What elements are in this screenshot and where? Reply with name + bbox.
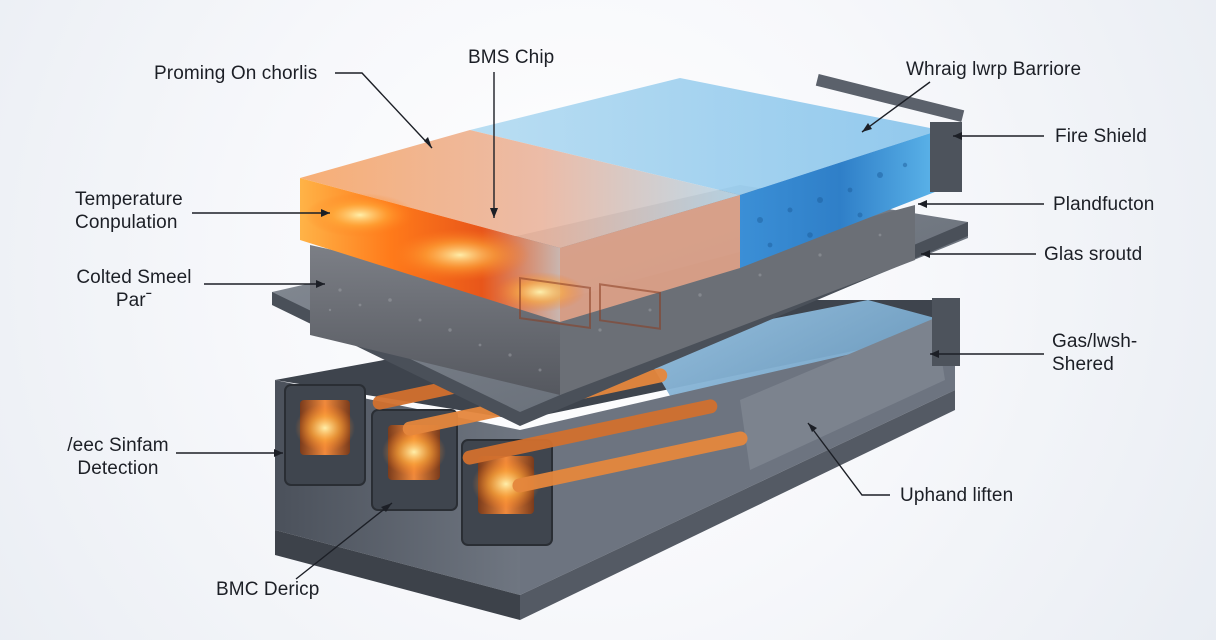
label-colted-smeel: Colted Smeel Parˉ xyxy=(74,266,194,312)
label-glas-sroutd: Glas sroutd xyxy=(1044,244,1143,265)
label-uphand-liften: Uphand liften xyxy=(900,485,1014,506)
label-gas-shered: Gas/lwsh- Shered xyxy=(1052,330,1137,376)
label-temperature-line2: Conpulation xyxy=(75,212,178,233)
label-colted-line1: Colted Smeel xyxy=(76,267,192,288)
label-gas-line2: Shered xyxy=(1052,354,1114,375)
label-plandfucton: Plandfucton xyxy=(1053,194,1155,215)
label-gas-line1: Gas/lwsh- xyxy=(1052,331,1138,352)
leader-lines xyxy=(176,72,1044,580)
label-proming-on-chorlis: Proming On chorlis xyxy=(154,63,318,84)
label-fire-shield: Fire Shield xyxy=(1055,126,1147,147)
label-jeec-line2: Detection xyxy=(77,458,159,479)
cell-housing xyxy=(284,384,553,546)
label-bmc-dericp: BMC Dericp xyxy=(216,579,320,600)
label-eec-sinfam: /eec Sinfam Detection xyxy=(58,434,178,480)
label-bms-chip: BMS Chip xyxy=(468,47,555,68)
label-colted-line2: Parˉ xyxy=(115,290,153,311)
label-wraig-barrier: Whraig lwrp Barriore xyxy=(906,59,1082,80)
label-temperature: Temperature Conpulation xyxy=(75,188,183,234)
label-jeec-line1: /eec Sinfam xyxy=(67,435,169,456)
label-temperature-line1: Temperature xyxy=(75,189,183,210)
